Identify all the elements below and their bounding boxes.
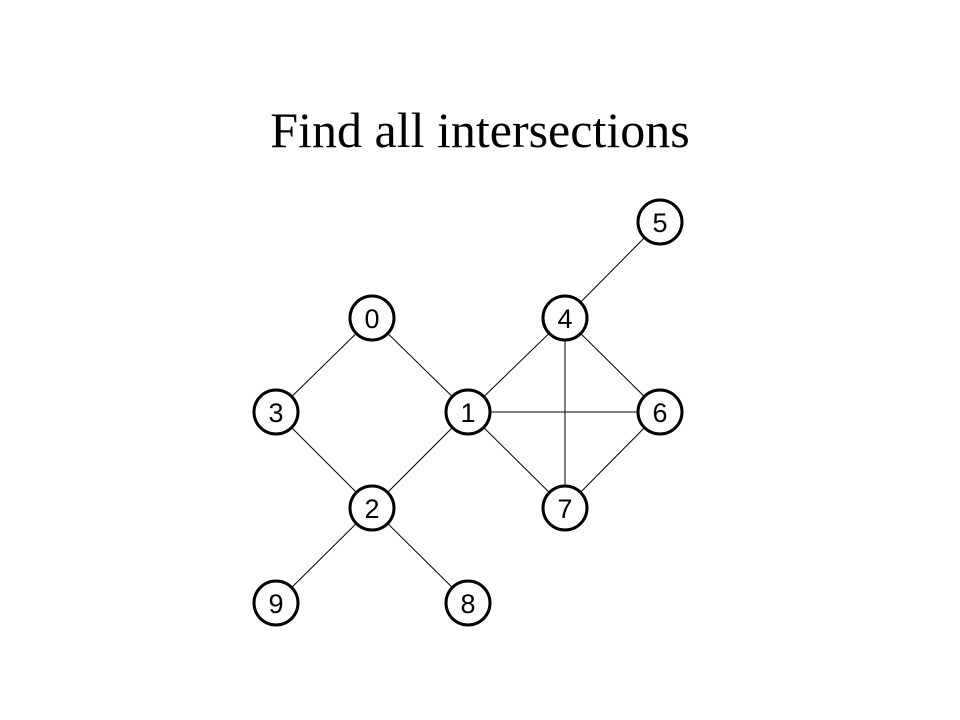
node-circle xyxy=(348,484,396,532)
node-label: 2 xyxy=(364,494,379,524)
node-4: 4 xyxy=(541,294,589,342)
slide-title: Find all intersections xyxy=(270,102,690,158)
node-label: 1 xyxy=(460,398,475,428)
node-label: 9 xyxy=(268,589,283,619)
node-label: 6 xyxy=(652,398,667,428)
node-circle xyxy=(252,388,300,436)
nodes-layer: 0 1 2 3 4 5 6 7 8 9 xyxy=(252,198,684,627)
node-label: 0 xyxy=(364,304,379,334)
node-label: 8 xyxy=(460,589,475,619)
node-9: 9 xyxy=(252,579,300,627)
node-circle xyxy=(348,294,396,342)
node-8: 8 xyxy=(444,579,492,627)
node-circle xyxy=(636,198,684,246)
node-2: 2 xyxy=(348,484,396,532)
node-0: 0 xyxy=(348,294,396,342)
node-circle xyxy=(444,579,492,627)
node-circle xyxy=(252,579,300,627)
node-5: 5 xyxy=(636,198,684,246)
node-label: 3 xyxy=(268,398,283,428)
node-circle xyxy=(636,388,684,436)
node-circle xyxy=(541,484,589,532)
node-label: 5 xyxy=(652,208,667,238)
node-1: 1 xyxy=(444,388,492,436)
node-circle xyxy=(541,294,589,342)
node-circle xyxy=(444,388,492,436)
node-label: 7 xyxy=(557,494,572,524)
node-6: 6 xyxy=(636,388,684,436)
node-3: 3 xyxy=(252,388,300,436)
node-7: 7 xyxy=(541,484,589,532)
node-label: 4 xyxy=(557,304,572,334)
